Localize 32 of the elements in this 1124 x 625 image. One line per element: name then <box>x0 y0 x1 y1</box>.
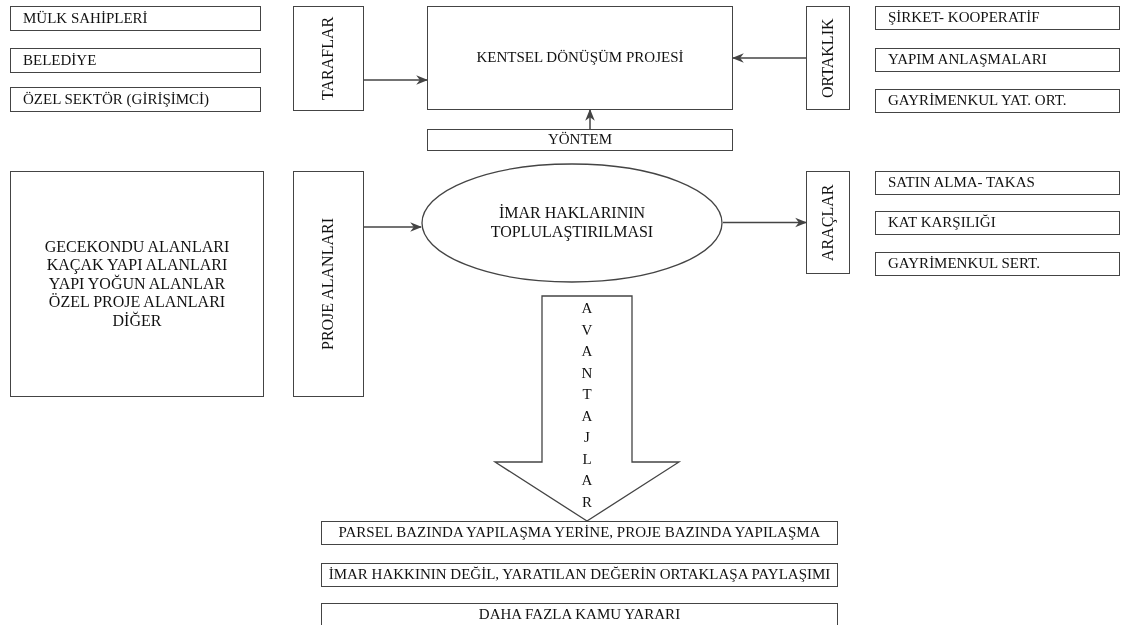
text-box: PARSEL BAZINDA YAPILAŞMA YERİNE, PROJE BAZINDA YAPILAŞMA <box>321 521 838 545</box>
text-box: İMAR HAKKININ DEĞİL, YARATILAN DEĞERİN ORTAKLAŞA PAYLAŞIMI <box>321 563 838 587</box>
arrow <box>363 75 429 85</box>
list-item: KAÇAK YAPI ALANLARI <box>46 256 228 274</box>
list-item: GECEKONDU ALANLARI <box>44 238 230 257</box>
area-box <box>10 171 264 397</box>
category-box: ORTAKLIK <box>806 6 850 110</box>
text-box: ÖZEL SEKTÖR (GİRİŞİMCİ) <box>10 87 261 112</box>
list-item: YAPI YOĞUN ALANLAR <box>48 274 226 293</box>
category-box: ARAÇLAR <box>806 171 850 274</box>
category-box: PROJE ALANLARI <box>293 171 364 397</box>
text-box: KENTSEL DÖNÜŞÜM PROJESİ <box>427 6 733 110</box>
text-box: MÜLK SAHİPLERİ <box>10 6 261 31</box>
edge-label: AVANTAJLAR <box>580 299 594 512</box>
arrow <box>731 53 807 63</box>
text-box: YAPIM ANLAŞMALARI <box>875 48 1120 72</box>
list-item: ÖZEL PROJE ALANLARI <box>48 293 226 311</box>
text-box: ŞİRKET- KOOPERATİF <box>875 6 1120 30</box>
node-text: İMAR HAKLARININ TOPLULAŞTIRILMASI <box>489 203 655 242</box>
text-box: GAYRİMENKUL SERT. <box>875 252 1120 276</box>
category-box: TARAFLAR <box>293 6 364 111</box>
block-arrow <box>492 295 682 522</box>
list-item: DİĞER <box>112 311 162 330</box>
text-box: GAYRİMENKUL YAT. ORT. <box>875 89 1120 113</box>
text-box: BELEDİYE <box>10 48 261 73</box>
text-box: SATIN ALMA- TAKAS <box>875 171 1120 195</box>
text-box: YÖNTEM <box>427 129 733 151</box>
arrow <box>722 217 808 228</box>
arrow <box>363 222 423 232</box>
arrow <box>585 108 595 130</box>
text-box: DAHA FAZLA KAMU YARARI <box>321 603 838 625</box>
text-box: KAT KARŞILIĞI <box>875 211 1120 235</box>
